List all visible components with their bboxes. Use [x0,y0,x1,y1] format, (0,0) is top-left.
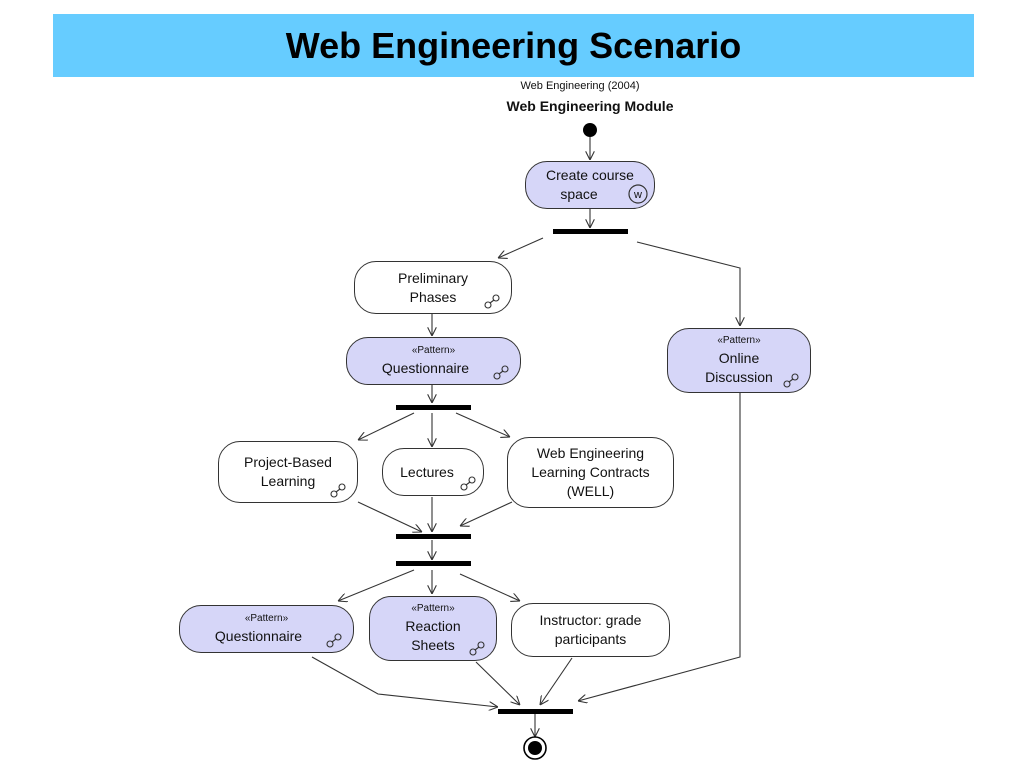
fork-bar-1 [553,229,628,234]
fork-bar-2 [396,405,471,410]
male-symbol-icon [326,633,342,648]
flow-edge [459,573,520,601]
node-project-based-learning: Project-Based Learning [218,441,358,503]
node-questionnaire-bottom: «Pattern» Questionnaire [179,605,354,653]
male-symbol-icon [330,483,346,498]
node-well: Web Engineering Learning Contracts (WELL… [507,437,674,508]
flow-edge [475,661,520,705]
node-label-line: Project-Based [244,454,332,470]
diagram-caption: Web Engineering (2004) [520,80,640,92]
node-label-line: Preliminary [397,269,468,286]
stereotype-label: «Pattern» [411,602,455,614]
male-symbol-icon [783,373,799,388]
node-label-line: Phases [409,288,457,305]
flow-edge [636,241,740,326]
node-label-line: Sheets [411,636,455,653]
male-symbol-icon [460,476,476,491]
fork-bar-3 [396,561,471,566]
node-preliminary-phases: Preliminary Phases [354,261,512,314]
node-label-line: Discussion [705,368,773,385]
diagram-title: Web Engineering Module [506,98,674,114]
flow-edge [338,569,415,601]
node-instructor-grade: Instructor: grade participants [511,603,670,657]
flow-edge [498,237,544,258]
node-online-discussion: «Pattern» Online Discussion [667,328,811,393]
stereotype-label: «Pattern» [717,334,761,346]
male-symbol-icon [484,294,500,309]
web-service-icon: w [628,184,648,204]
flow-edge [578,393,741,701]
node-label-line: Learning [260,473,316,489]
node-questionnaire-top: «Pattern» Questionnaire [346,337,521,385]
node-reaction-sheets: «Pattern» Reaction Sheets [369,596,497,661]
node-label-line: Reaction [405,617,461,634]
node-label-line: Web Engineering [536,445,645,461]
stereotype-label: «Pattern» [411,344,456,356]
node-label-line: Create course [546,167,634,183]
flow-edge [455,412,510,437]
final-node-dot [528,741,542,755]
join-bar-2 [396,534,471,539]
join-bar-final [498,709,573,714]
male-symbol-icon [469,641,485,656]
flow-edge [540,657,573,705]
slide-title: Web Engineering Scenario [285,25,742,66]
initial-node [583,123,597,137]
flow-edge [357,501,422,532]
header-bar: Web Engineering Scenario [53,14,974,77]
node-label-line: Instructor: grade [539,612,642,628]
flow-edge [311,656,498,707]
node-lectures: Lectures [382,448,484,496]
web-service-icon-letter: w [633,189,642,201]
node-label-line: space [560,186,598,202]
node-label-line: participants [554,631,627,647]
flow-edge [460,501,513,526]
node-label-line: Online [718,349,760,366]
flow-edge [358,412,415,440]
male-symbol-icon [493,365,509,380]
node-label-line: Learning Contracts [531,464,650,480]
node-label-line: Questionnaire [214,627,303,644]
node-create-course-space: Create course space w [525,161,655,209]
node-label-line: Lectures [400,463,454,480]
stereotype-label: «Pattern» [244,612,289,624]
node-label-line: (WELL) [566,483,615,499]
node-label-line: Questionnaire [381,359,470,376]
